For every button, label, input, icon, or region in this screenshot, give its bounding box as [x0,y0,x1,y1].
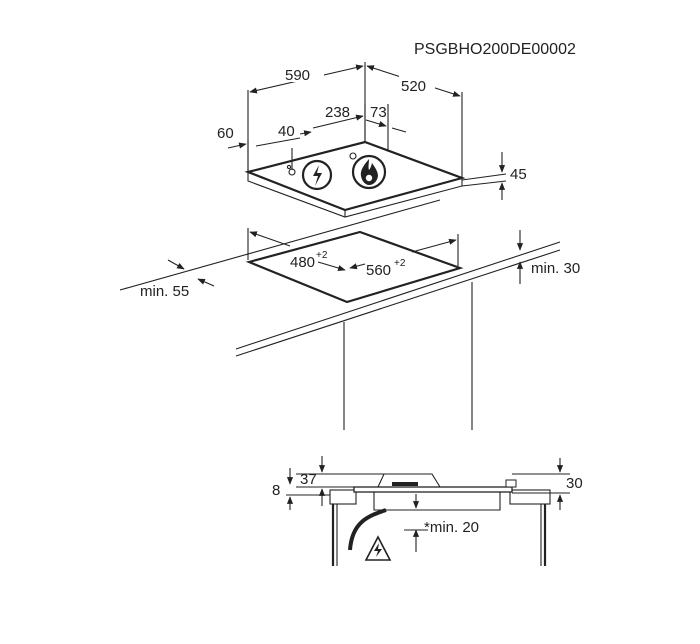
dimension-knob-offset: 40 [255,123,301,170]
knob-right [349,152,357,160]
dimension-control-offset: 238 [299,104,366,142]
cutout-width-label: 480 [290,254,315,271]
section-min-below-label: *min. 20 [424,519,479,536]
section-top-offset-label: 37 [300,471,317,488]
dimension-cutout-depth: 560 +2 [349,234,459,279]
control-depth-label: 73 [370,104,387,121]
dimension-depth: 520 [366,65,463,178]
cutout-width-tolerance: +2 [316,250,328,261]
control-offset-label: 238 [325,104,350,121]
cutout-depth-tolerance: +2 [394,258,406,269]
section-height-label: 30 [566,475,583,492]
min-back-label: min. 30 [531,260,580,277]
width-label: 590 [285,67,310,84]
dimension-left-margin: 60 [217,125,249,172]
height-label: 45 [510,166,527,183]
left-margin-label: 60 [217,125,234,142]
countertop [119,199,561,430]
cutout-depth-label: 560 [366,262,391,279]
knob-offset-label: 40 [278,123,295,140]
document-code: PSGBHO200DE00002 [414,41,576,58]
cutout-outline [245,230,464,304]
section-view: 37 8 30 *min. 20 [272,456,583,566]
electric-hazard-icon [301,159,333,191]
gas-flame-icon [351,154,387,190]
min-front-label: min. 55 [140,283,189,300]
dimension-cutout-width: 480 +2 [247,228,346,271]
dimension-height: 45 [461,152,527,200]
depth-label: 520 [401,78,426,95]
dimension-control-depth: 73 [365,104,407,150]
section-thickness-label: 8 [272,482,280,499]
dimension-min-back: min. 30 [516,230,580,284]
dimension-min-front: min. 55 [140,259,215,300]
electric-warning-icon [364,535,392,561]
